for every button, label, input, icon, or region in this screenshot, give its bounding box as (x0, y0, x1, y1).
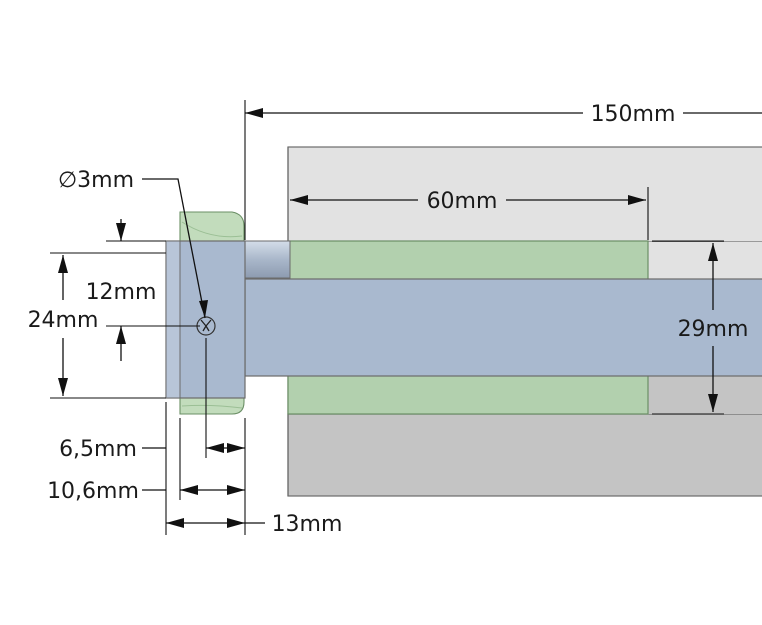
dim-hole-diameter: ∅3mm (58, 168, 208, 319)
connecting-pin (241, 240, 291, 279)
dim-label-block-height: 24mm (28, 308, 99, 333)
dim-label-hole-diameter: ∅3mm (58, 168, 134, 193)
bottom-extension-lines (165, 338, 246, 535)
dim-block-height: 24mm (28, 252, 166, 399)
shaft (244, 278, 762, 377)
dim-bearing-length: 60mm (290, 187, 649, 240)
dim-label-bearing-height: 29mm (678, 317, 749, 342)
dim-block-width: 13mm (166, 512, 342, 537)
dim-label-hole-offset-horizontal: 6,5mm (59, 437, 137, 462)
dim-label-collar-width: 10,6mm (47, 479, 139, 504)
collar (179, 211, 245, 415)
dim-label-block-width: 13mm (272, 512, 343, 537)
dim-label-bearing-length: 60mm (427, 189, 498, 214)
dim-hole-offset-horizontal: 6,5mm (59, 437, 245, 462)
dim-label-overall-length: 150mm (591, 102, 676, 127)
dim-bearing-height: 29mm (652, 240, 749, 415)
dim-overall-length: 150mm (244, 100, 762, 240)
dim-label-hole-offset-vertical: 12mm (86, 280, 157, 305)
dim-hole-offset-vertical: 12mm (86, 219, 200, 361)
dim-collar-width: 10,6mm (47, 479, 245, 504)
